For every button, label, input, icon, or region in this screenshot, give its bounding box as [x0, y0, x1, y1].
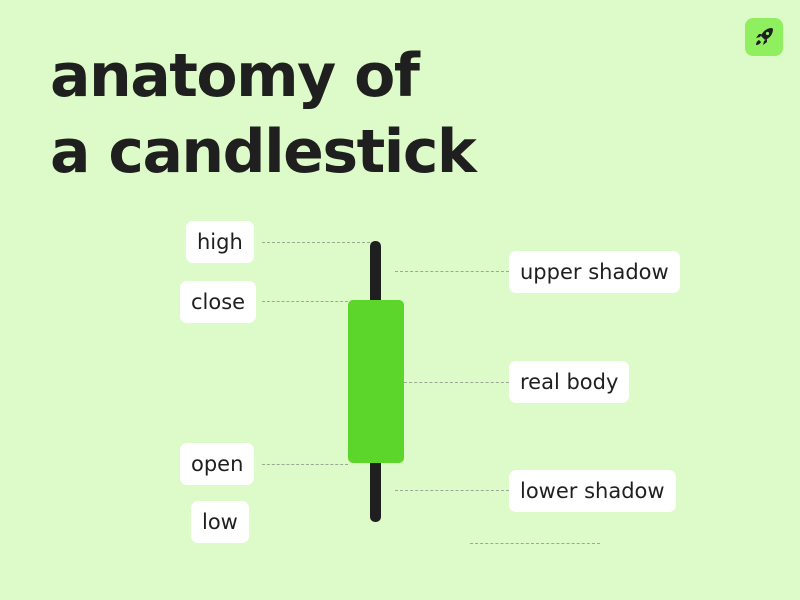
real-body-guide: [404, 382, 509, 383]
label-low: low: [191, 501, 249, 543]
label-high: high: [186, 221, 254, 263]
rocket-icon: [756, 28, 773, 45]
title-line-2: a candlestick: [50, 117, 477, 187]
label-close: close: [180, 281, 257, 323]
close-guide: [262, 301, 348, 302]
high-guide: [262, 242, 370, 243]
label-lower-shadow: lower shadow: [509, 470, 676, 512]
upper-shadow-guide: [395, 271, 509, 272]
title-line-1: anatomy of: [50, 41, 420, 111]
open-guide: [262, 464, 348, 465]
label-real-body: real body: [509, 361, 630, 403]
logo: [745, 18, 783, 56]
lower-shadow-guide: [395, 490, 509, 491]
label-open: open: [180, 443, 255, 485]
label-upper-shadow: upper shadow: [509, 251, 680, 293]
decorative-guide: [470, 543, 600, 544]
candle-real-body: [348, 300, 404, 463]
